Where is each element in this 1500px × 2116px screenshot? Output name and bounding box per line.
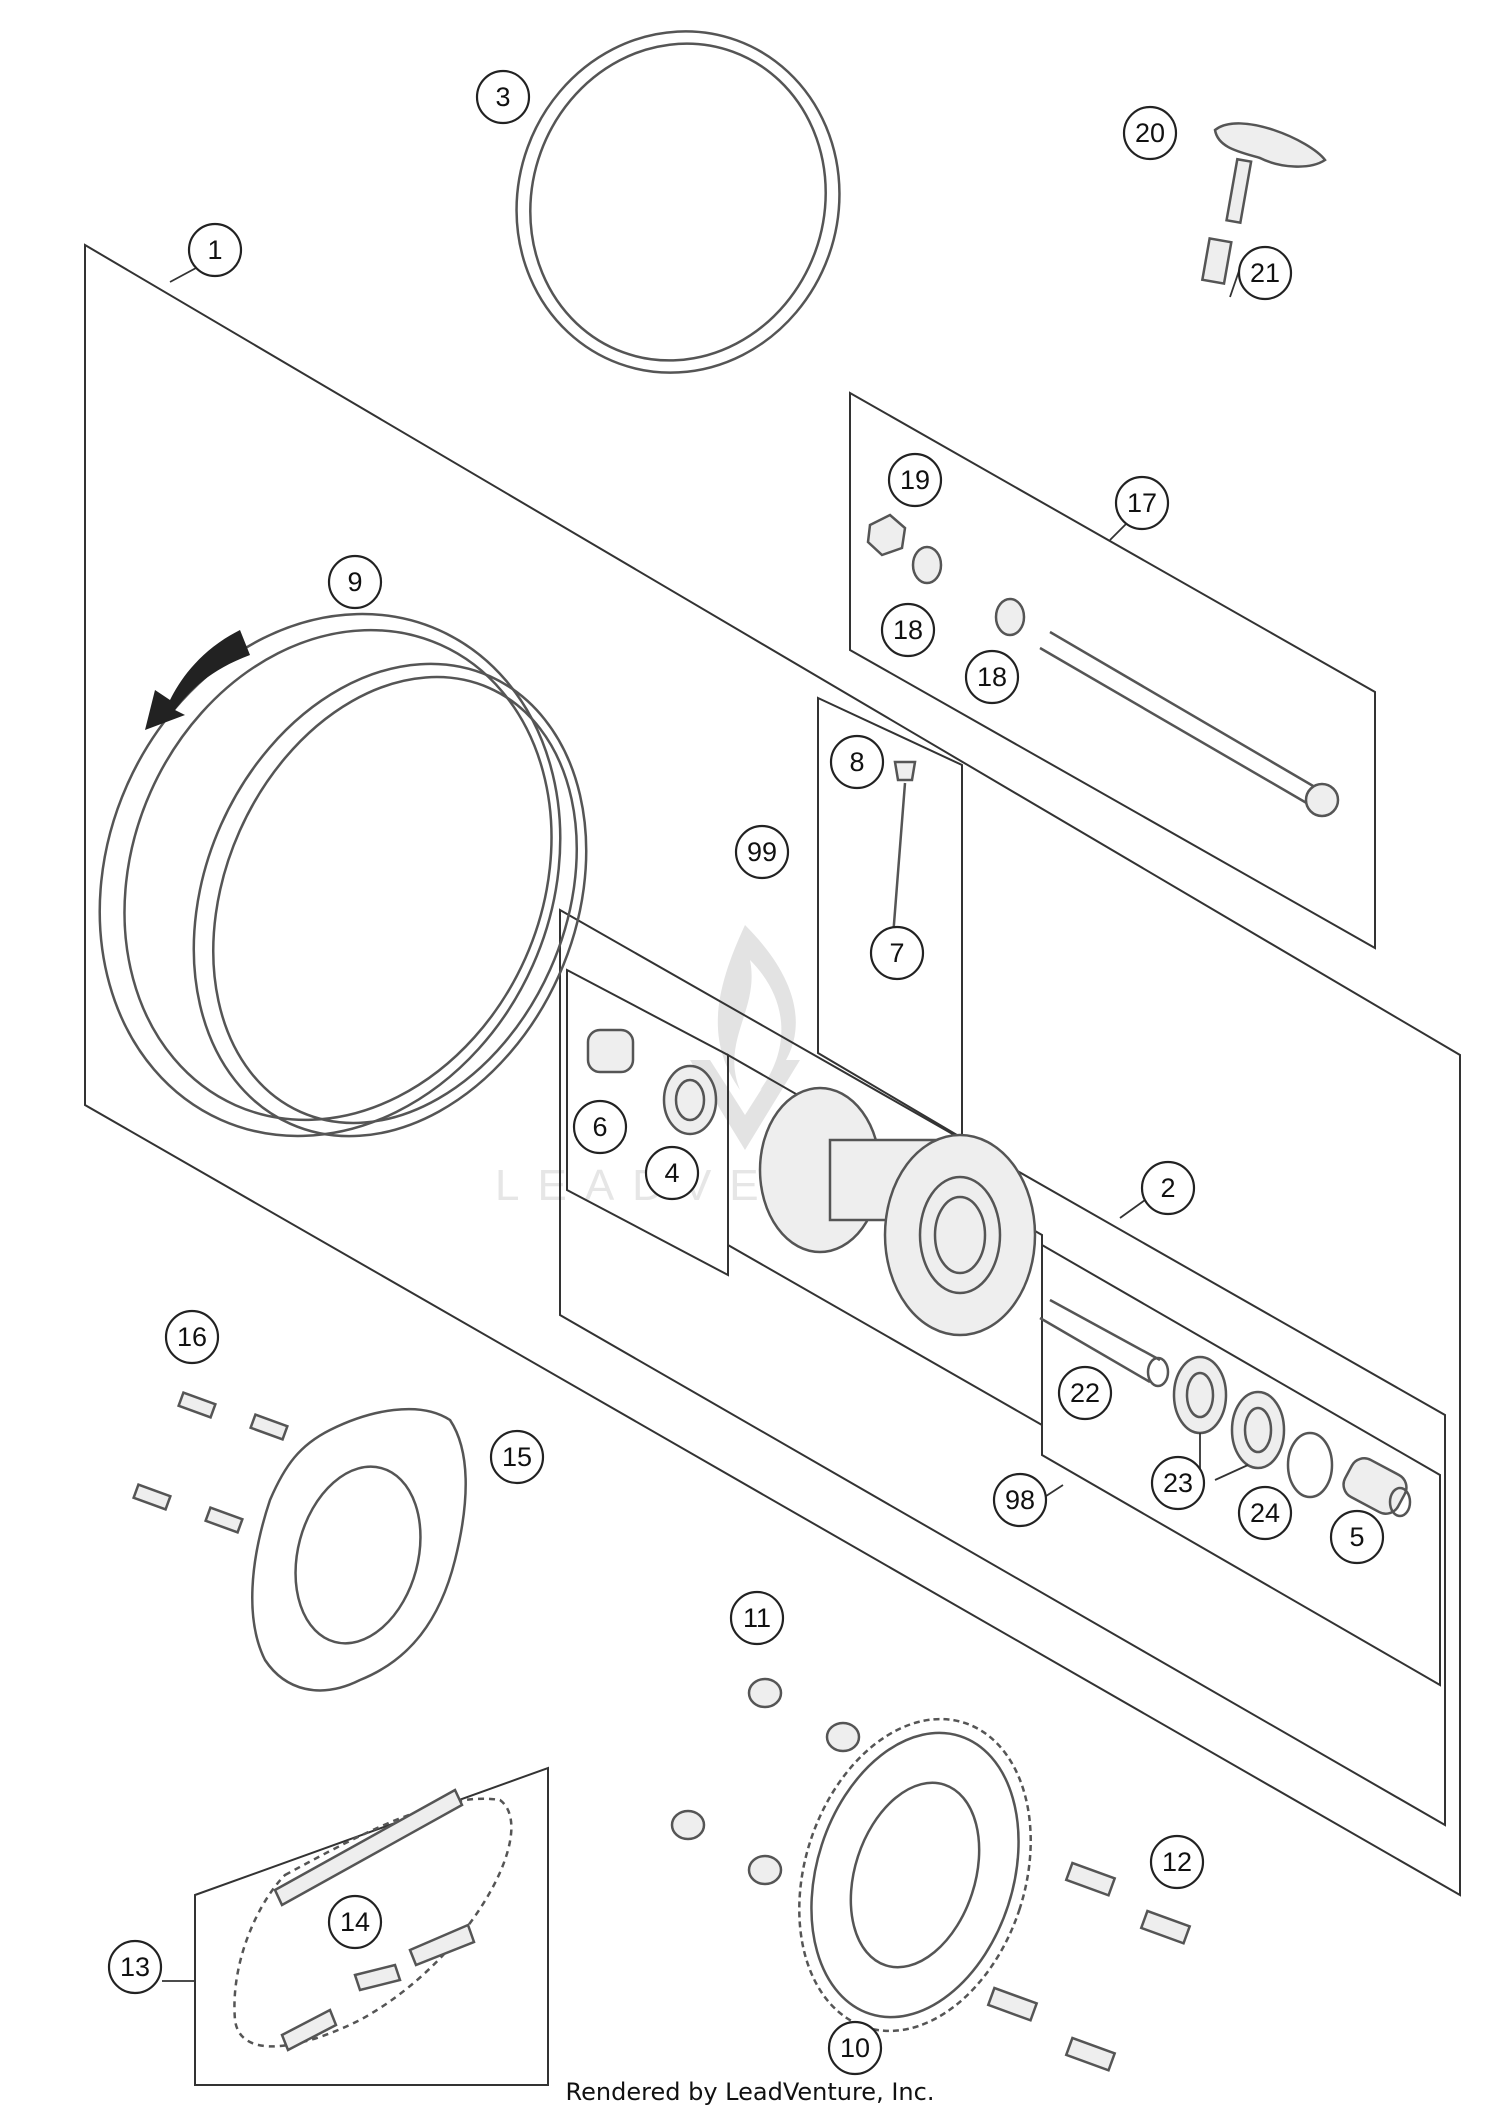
callout-label: 20	[1135, 118, 1165, 148]
bearing-right-a	[1172, 1355, 1228, 1435]
tire-lever	[1213, 122, 1327, 225]
callout-label: 4	[664, 1158, 679, 1188]
washer-lower	[994, 597, 1026, 637]
callout-13[interactable]: 13	[107, 1939, 163, 1995]
axle	[1039, 630, 1340, 818]
bearing-right-b	[1230, 1390, 1286, 1470]
rim	[98, 612, 588, 1138]
callout-label: 21	[1250, 258, 1280, 288]
callout-24[interactable]: 24	[1237, 1485, 1293, 1541]
rim-tape	[515, 30, 841, 374]
callout-label: 11	[743, 1603, 771, 1633]
callout-3[interactable]: 3	[475, 69, 531, 125]
callout-label: 23	[1163, 1468, 1193, 1498]
spacer-left	[586, 1028, 635, 1074]
callout-19[interactable]: 19	[887, 452, 943, 508]
callout-label: 7	[889, 938, 904, 968]
bearing-frame	[566, 968, 729, 1277]
callout-label: 15	[502, 1442, 532, 1472]
callout-label: 24	[1250, 1498, 1280, 1528]
callout-label: 2	[1160, 1173, 1175, 1203]
spacer-right	[1342, 1457, 1412, 1518]
callout-6[interactable]: 6	[572, 1099, 628, 1155]
chain-master-link	[353, 1963, 402, 1992]
callout-10[interactable]: 10	[827, 2020, 883, 2076]
callout-21[interactable]: 21	[1237, 245, 1293, 301]
washer-upper	[911, 545, 943, 585]
spacer-sleeve	[1039, 1298, 1170, 1388]
callout-label: 22	[1070, 1378, 1100, 1408]
hub-frame-2	[559, 908, 1446, 1827]
circlip	[1286, 1431, 1334, 1499]
callout-label: 8	[849, 747, 864, 777]
callout-2[interactable]: 2	[1140, 1160, 1196, 1216]
callout-label: 13	[120, 1952, 150, 1982]
callout-label: 12	[1162, 1847, 1192, 1877]
callout-label: 5	[1349, 1522, 1364, 1552]
callout-11[interactable]: 11	[729, 1590, 785, 1646]
wheel-hub	[758, 1086, 1037, 1337]
callout-label: 3	[495, 82, 510, 112]
callout-label: 1	[207, 235, 222, 265]
callout-label: 14	[340, 1907, 370, 1937]
callout-12[interactable]: 12	[1149, 1834, 1205, 1890]
axle-nut	[866, 513, 907, 557]
callout-9[interactable]: 9	[327, 554, 383, 610]
callout-label: 99	[747, 837, 777, 867]
callout-22[interactable]: 22	[1057, 1365, 1113, 1421]
callout-label: 6	[592, 1112, 607, 1142]
callout-label: 9	[347, 567, 362, 597]
disc-bolts	[132, 1391, 289, 1534]
callout-23[interactable]: 23	[1150, 1455, 1206, 1511]
callout-label: 10	[840, 2033, 870, 2063]
callout-label: 19	[900, 465, 930, 495]
bearing-left	[662, 1064, 718, 1136]
callout-label: 17	[1127, 488, 1157, 518]
callout-label: 98	[1005, 1485, 1035, 1515]
callout-1[interactable]: 1	[187, 222, 243, 278]
sleeve	[1200, 236, 1233, 286]
brake-disc	[251, 1407, 467, 1692]
rotation-arrow-icon	[145, 630, 250, 730]
callout-5[interactable]: 5	[1329, 1509, 1385, 1565]
callout-4[interactable]: 4	[644, 1145, 700, 1201]
callout-14[interactable]: 14	[327, 1894, 383, 1950]
callout-20[interactable]: 20	[1122, 105, 1178, 161]
drive-chain	[233, 1788, 513, 2052]
spacer-frame-98	[1041, 1243, 1441, 1687]
callout-label: 18	[977, 662, 1007, 692]
callout-99[interactable]: 99	[734, 824, 790, 880]
callout-18-lower[interactable]: 18	[964, 649, 1020, 705]
axle-frame-17	[849, 391, 1376, 950]
callout-label: 16	[177, 1322, 207, 1352]
callout-16[interactable]: 16	[164, 1309, 220, 1365]
callout-8[interactable]: 8	[829, 734, 885, 790]
sprocket-bolts	[986, 1861, 1192, 2072]
callout-15[interactable]: 15	[489, 1429, 545, 1485]
callout-98[interactable]: 98	[992, 1472, 1048, 1528]
callout-17[interactable]: 17	[1114, 475, 1170, 531]
sprocket-nuts	[670, 1677, 861, 1886]
callout-label: 18	[893, 615, 923, 645]
callout-18-upper[interactable]: 18	[880, 602, 936, 658]
assembly-frame-1	[84, 243, 1461, 1897]
callout-7[interactable]: 7	[869, 925, 925, 981]
spoke-nipple	[893, 760, 917, 782]
render-credit: Rendered by LeadVenture, Inc.	[565, 2078, 935, 2106]
